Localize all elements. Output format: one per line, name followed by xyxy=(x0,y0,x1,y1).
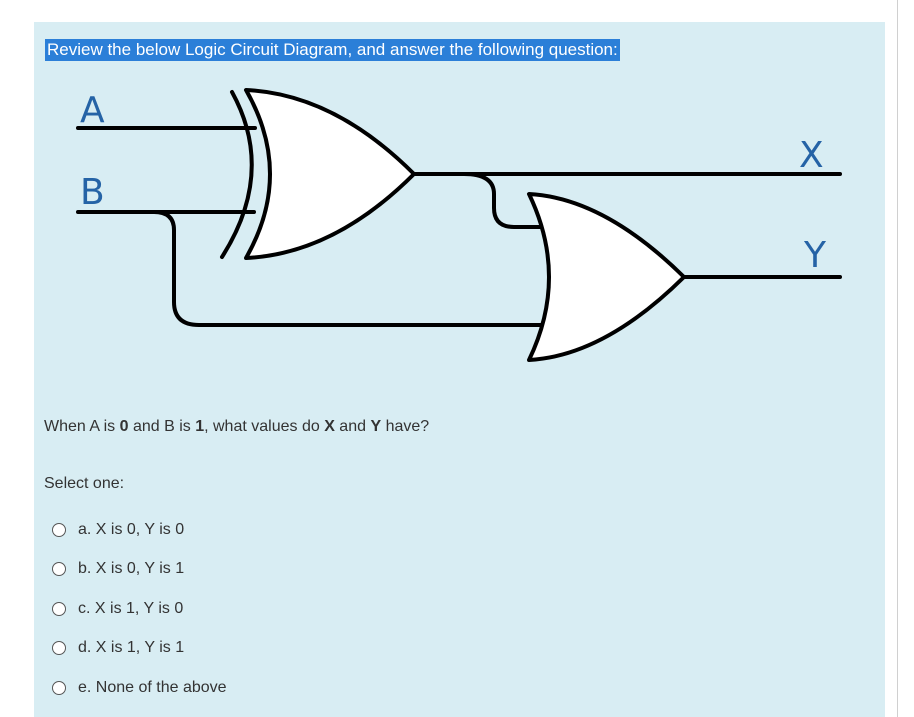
question-text: When A is 0 and B is 1, what values do X… xyxy=(44,418,430,435)
radio-button[interactable] xyxy=(52,641,66,656)
option-a[interactable]: a. X is 0, Y is 0 xyxy=(52,510,227,550)
input-b-label: B xyxy=(80,172,105,213)
radio-button[interactable] xyxy=(52,680,66,695)
y-ref: Y xyxy=(370,418,382,435)
xor-input-curve xyxy=(220,90,254,259)
or-gate xyxy=(527,192,686,362)
answer-options: a. X is 0, Y is 0 b. X is 0, Y is 1 c. X… xyxy=(52,510,227,708)
logic-circuit-diagram: A B X Y xyxy=(76,88,842,362)
wire-b-branch xyxy=(152,210,546,327)
option-label: c. X is 1, Y is 0 xyxy=(78,599,184,617)
option-label: b. X is 0, Y is 1 xyxy=(78,560,185,578)
output-y-label: Y xyxy=(803,235,827,276)
option-label: a. X is 0, Y is 0 xyxy=(78,520,185,538)
option-b[interactable]: b. X is 0, Y is 1 xyxy=(52,550,227,590)
a-value: 0 xyxy=(119,418,129,435)
option-label: e. None of the above xyxy=(78,678,227,696)
option-label: d. X is 1, Y is 1 xyxy=(78,639,185,657)
xor-gate xyxy=(244,88,416,260)
radio-button[interactable] xyxy=(52,522,66,537)
question-prompt: Review the below Logic Circuit Diagram, … xyxy=(45,39,620,61)
question-panel: Review the below Logic Circuit Diagram, … xyxy=(34,22,885,717)
wire-x-branch xyxy=(462,172,550,229)
x-ref: X xyxy=(324,418,335,435)
b-value: 1 xyxy=(195,418,205,435)
radio-button[interactable] xyxy=(52,562,66,577)
option-d[interactable]: d. X is 1, Y is 1 xyxy=(52,629,227,669)
page-edge-divider xyxy=(897,0,898,717)
option-c[interactable]: c. X is 1, Y is 0 xyxy=(52,589,227,629)
input-a-label: A xyxy=(80,90,105,131)
output-x-label: X xyxy=(799,135,824,176)
option-e[interactable]: e. None of the above xyxy=(52,668,227,708)
select-one-label: Select one: xyxy=(44,475,125,492)
radio-button[interactable] xyxy=(52,601,66,616)
